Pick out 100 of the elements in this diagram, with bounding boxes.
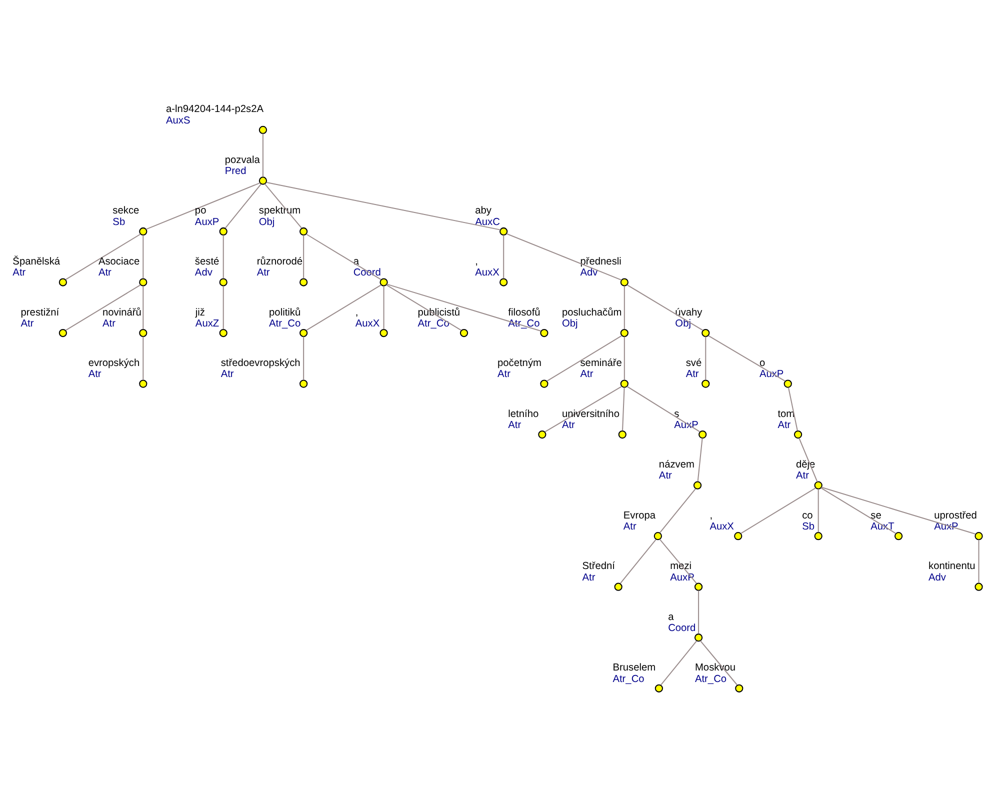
connector [700,640,738,685]
node-label: Moskvou [694,662,736,674]
connector [978,539,980,582]
connector [660,640,698,685]
node-label: co [802,510,813,521]
node-circle [300,379,308,388]
node-circle [219,278,228,286]
connector [142,234,144,278]
node-circle [620,278,628,286]
node-label: Evropa [623,510,656,521]
connector [142,336,144,380]
node-label: Atr [88,368,102,380]
node-label: AuxP [674,419,698,430]
node-circle [300,226,308,236]
node-label: AuxS [166,114,190,126]
node-label: pozvala [224,154,260,166]
node-label: Pred [224,166,246,177]
connector [303,234,304,278]
node-label: své [686,358,702,369]
node-label: Atr [20,318,34,329]
connector [264,183,302,228]
node-circle [258,125,268,134]
node-label: názvem [658,459,694,470]
connector [65,284,141,330]
node-label: AuxZ [195,318,220,329]
node-label: Adv [580,267,598,278]
connector [544,385,622,432]
node-circle [500,226,508,236]
node-label: mezi [670,560,692,572]
connector [386,283,541,331]
node-label: posluchačům [562,306,622,318]
node-label: a-ln94204-144-p2s2A [166,104,264,115]
connector [626,386,700,432]
node-circle [654,684,663,692]
node-circle [58,278,67,286]
connector [660,488,696,532]
node-label: již [195,306,206,318]
node-label: publicistů [418,306,460,318]
node-circle [735,684,744,692]
node-label: spektrum [258,205,301,216]
node-label: Obj [675,318,691,329]
node-label: AuxX [475,267,500,278]
node-label: Atr_Co [269,318,301,329]
node-label: uprostřed [934,510,977,521]
node-label: Atr [220,368,234,380]
node-circle [698,430,707,438]
node-label: Střední [582,560,615,572]
node-label: Atr [102,318,116,329]
node-label: , [355,306,358,318]
connector [142,285,144,329]
connector [620,538,656,584]
connector [546,334,622,382]
connector [740,487,816,534]
node-label: úvahy [675,306,702,318]
node-circle [974,582,983,590]
node-label: děje [796,459,816,470]
node-circle [300,278,308,286]
node-circle [694,582,703,590]
node-label: Coord [668,622,696,634]
connector [266,181,500,230]
connector [222,285,224,329]
node-circle [460,328,468,337]
node-circle [540,328,548,337]
connector [788,386,798,430]
node-circle [734,532,742,540]
node-label: Atr [796,470,809,482]
node-label: AuxT [870,520,894,532]
node-circle [620,379,628,388]
node-label: šesté [194,256,220,267]
node-circle [500,278,508,286]
node-circle [618,430,626,438]
node-circle [300,328,308,337]
node-circle [614,582,622,590]
node-label: Sb [112,216,126,228]
node-label: Asociace [98,256,140,267]
connector [224,183,262,228]
node-circle [694,633,703,642]
node-label: novinářů [102,306,142,318]
node-circle [258,176,268,184]
node-label: Atr_Co [418,318,450,329]
connector [626,284,704,330]
node-label: Atr_Co [508,318,540,329]
node-label: tom [778,408,795,420]
node-circle [219,226,228,236]
node-label: kontinentu [928,560,976,572]
node-circle [139,278,148,286]
node-label: o [759,358,766,369]
node-label: a [668,611,674,622]
node-circle [974,532,983,540]
node-circle [139,226,148,236]
node-circle [540,379,548,388]
node-label: Atr [508,419,522,430]
node-label: Atr [498,368,510,380]
node-label: Atr [256,267,270,278]
node-circle [814,480,822,489]
connector [622,386,625,430]
node-label: středoevropských [220,358,300,369]
node-circle [693,480,702,489]
node-label: po [194,205,206,216]
connector [503,234,504,278]
